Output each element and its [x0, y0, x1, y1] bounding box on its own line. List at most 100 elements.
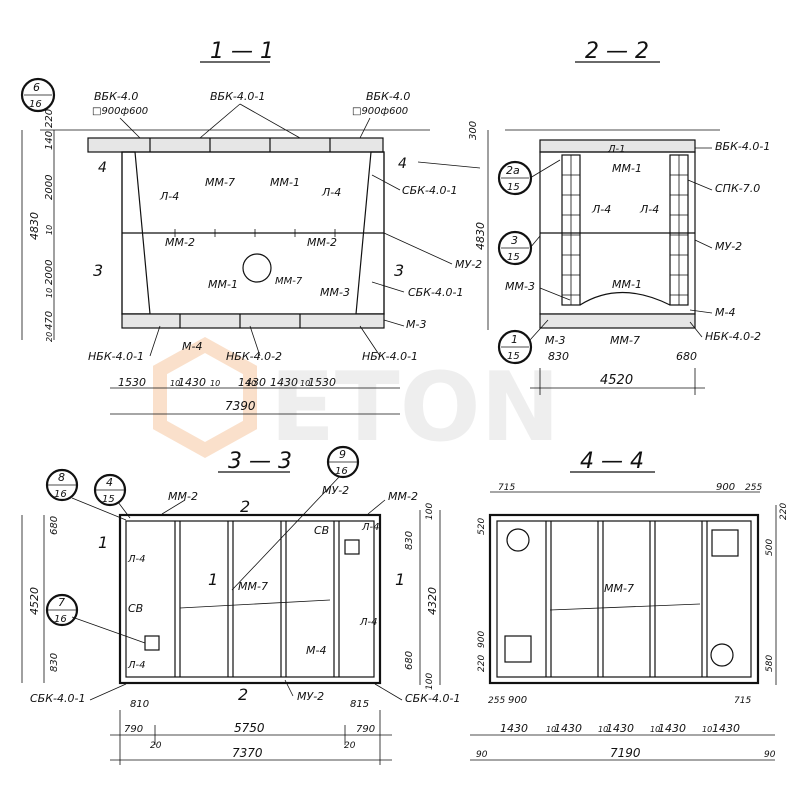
dim-bottom-value: 1430	[270, 376, 298, 389]
dim-bottom-value: 10	[300, 379, 310, 388]
dim-right-b2: 100	[425, 673, 435, 690]
dim-7370: 7370	[232, 746, 263, 760]
dim-left-value: 2000	[44, 175, 55, 200]
dim-total-h: 4830	[28, 212, 41, 240]
callout-3	[497, 230, 533, 266]
callout-7	[45, 593, 79, 627]
label-m3: М-3	[545, 334, 565, 347]
callout-2a-bottom: 15	[507, 182, 520, 193]
dim-255-top: 255	[745, 483, 762, 493]
label-mm1-bottom: ММ-1	[208, 278, 238, 291]
label-l4a: Л-4	[591, 203, 611, 216]
callout-4-top: 4	[106, 476, 113, 489]
dim-20b: 20	[344, 741, 356, 751]
dim-span-value: 1430	[658, 722, 686, 735]
section-title: 4 — 4	[580, 449, 644, 474]
callout-4-bottom: 15	[102, 494, 115, 505]
dim-520: 520	[477, 518, 487, 535]
label-m4: М-4	[715, 306, 735, 319]
dim-left-value: 140	[44, 131, 55, 150]
pipe-opening	[242, 253, 272, 283]
plan-outline	[488, 513, 760, 685]
dim-bottom-value: 1430	[178, 376, 206, 389]
label-mm2-right: ММ-2	[307, 236, 337, 249]
dim-bottom-value: 1530	[118, 376, 146, 389]
label-sbk-left: СБК-4.0-1	[30, 692, 85, 705]
label-l4-bl: Л-4	[127, 660, 146, 671]
cut-mark-1-left: 1	[98, 533, 108, 552]
dim-900-left: 900	[477, 631, 487, 648]
label-sbk-bottom: СБК-4.0-1	[408, 286, 463, 299]
label-nbk-left: НБК-4.0-1	[88, 350, 144, 363]
dim-bottom-value: 1430	[238, 376, 266, 389]
dim-total-h-left: 4520	[28, 587, 41, 615]
section-title: 1 — 1	[210, 39, 274, 64]
dim-width: 4520	[600, 373, 633, 388]
callout-8-top: 8	[58, 471, 65, 484]
cut-mark-4-left: 4	[98, 160, 107, 176]
label-m3: М-3	[406, 318, 426, 331]
dim-span-value: 10	[650, 725, 660, 734]
callout-7-bottom: 16	[54, 614, 67, 625]
label-mm7: ММ-7	[238, 580, 268, 593]
dim-top-left: 680	[49, 516, 60, 535]
dim-220-left: 220	[477, 655, 487, 672]
dim-900-top: 900	[716, 482, 735, 493]
cut-mark-1-right: 1	[395, 570, 405, 589]
callout-1-bottom: 15	[507, 351, 520, 362]
label-mu2: МУ-2	[715, 240, 742, 253]
dim-span-value: 1430	[712, 722, 740, 735]
dim-bottom-left: 830	[49, 653, 60, 672]
label-l4-tl: Л-4	[127, 554, 146, 565]
callout-top: 6	[33, 81, 40, 94]
dim-total-w: 7390	[225, 399, 256, 413]
hatch-opening-bottom	[710, 643, 734, 667]
label-mm3: ММ-3	[320, 286, 350, 299]
label-mm1-top: ММ-1	[270, 176, 300, 189]
label-nbk-mid: НБК-4.0-2	[226, 350, 282, 363]
dim-90a: 90	[476, 750, 488, 760]
dim-span-value: 1430	[606, 722, 634, 735]
section-1-1: 1 — 1 6 16 4 4 3	[20, 39, 482, 415]
bottom-slab	[121, 313, 385, 329]
dim-span-value: 1430	[554, 722, 582, 735]
label-l4-tr: Л-4	[361, 522, 380, 533]
dim-span-value: 10	[702, 725, 712, 734]
callout-3-bottom: 15	[507, 252, 520, 263]
square-opening-top	[711, 529, 739, 557]
label-l4-left: Л-4	[159, 190, 179, 203]
label-mm7: ММ-7	[205, 176, 235, 189]
dim-left-value: 2000	[44, 260, 55, 285]
square-opening-bottom	[504, 635, 532, 663]
dim-left-value: 10	[45, 225, 54, 235]
callout-9-top: 9	[339, 448, 346, 461]
dim-7190: 7190	[610, 746, 641, 760]
label-cb-top: СВ	[314, 524, 329, 537]
label-vbk: ВБК-4.0-1	[715, 140, 770, 153]
dim-left-value: 20	[45, 332, 54, 342]
label-vbk-right-size: □900ф600	[352, 106, 408, 117]
label-mm2-right: ММ-2	[388, 490, 418, 503]
dim-815: 815	[350, 699, 369, 710]
callout-1	[497, 329, 533, 365]
label-l1: Л-1	[607, 144, 626, 155]
dim-left-bottom: 830	[548, 350, 569, 363]
dim-span-value: 10	[598, 725, 608, 734]
section-title: 2 — 2	[585, 39, 649, 64]
dim-255-bottom: 255	[488, 696, 505, 706]
dim-220-top: 220	[779, 503, 789, 520]
label-mm1-top: ММ-1	[612, 162, 642, 175]
dim-right-top2: 830	[404, 531, 415, 550]
cut-mark-2-bottom: 2	[238, 685, 248, 704]
label-mu2-bottom: МУ-2	[297, 690, 324, 703]
watermark: ETON	[153, 336, 560, 463]
dim-right-bottom: 680	[676, 350, 697, 363]
dim-right-b1: 680	[404, 651, 415, 670]
plan-outline	[118, 513, 382, 685]
hatch-opening-top	[506, 528, 530, 552]
callout-circle	[20, 77, 56, 113]
callout-9	[326, 445, 360, 479]
callout-8	[45, 468, 79, 502]
